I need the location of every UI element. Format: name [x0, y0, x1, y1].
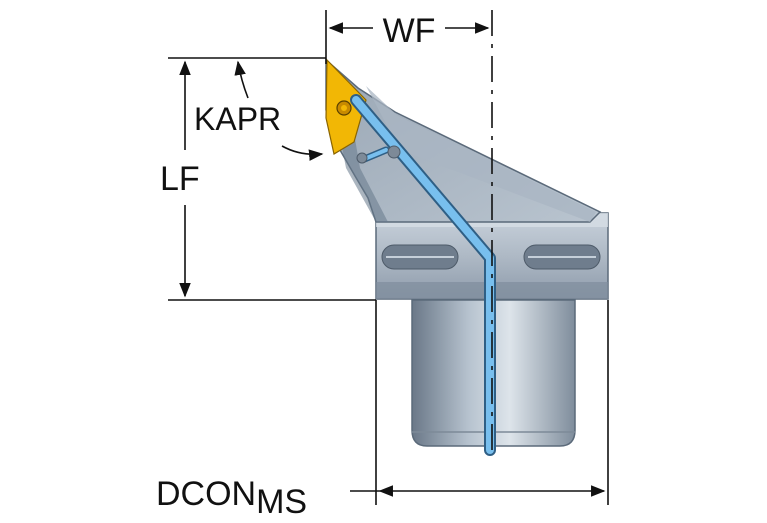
coolant-channel: [350, 94, 496, 456]
left-slot: [381, 244, 459, 270]
kapr-leader-bottom: [281, 145, 324, 161]
kapr-label: KAPR: [194, 101, 281, 137]
tool-body: [325, 58, 609, 456]
dimension-lines: [168, 10, 609, 505]
lf-label: LF: [160, 160, 200, 198]
dcon-label-main: DCON: [156, 475, 256, 513]
wf-label: WF: [383, 12, 436, 50]
dcon-label: DCONMS: [156, 475, 307, 521]
kapr-leader-top: [234, 60, 249, 99]
arm-upper-face: [366, 86, 596, 222]
coolant-plug: [387, 145, 401, 159]
right-slot: [523, 244, 601, 270]
nozzle-outlet: [356, 152, 368, 164]
dcon-label-subscript: MS: [256, 483, 307, 521]
